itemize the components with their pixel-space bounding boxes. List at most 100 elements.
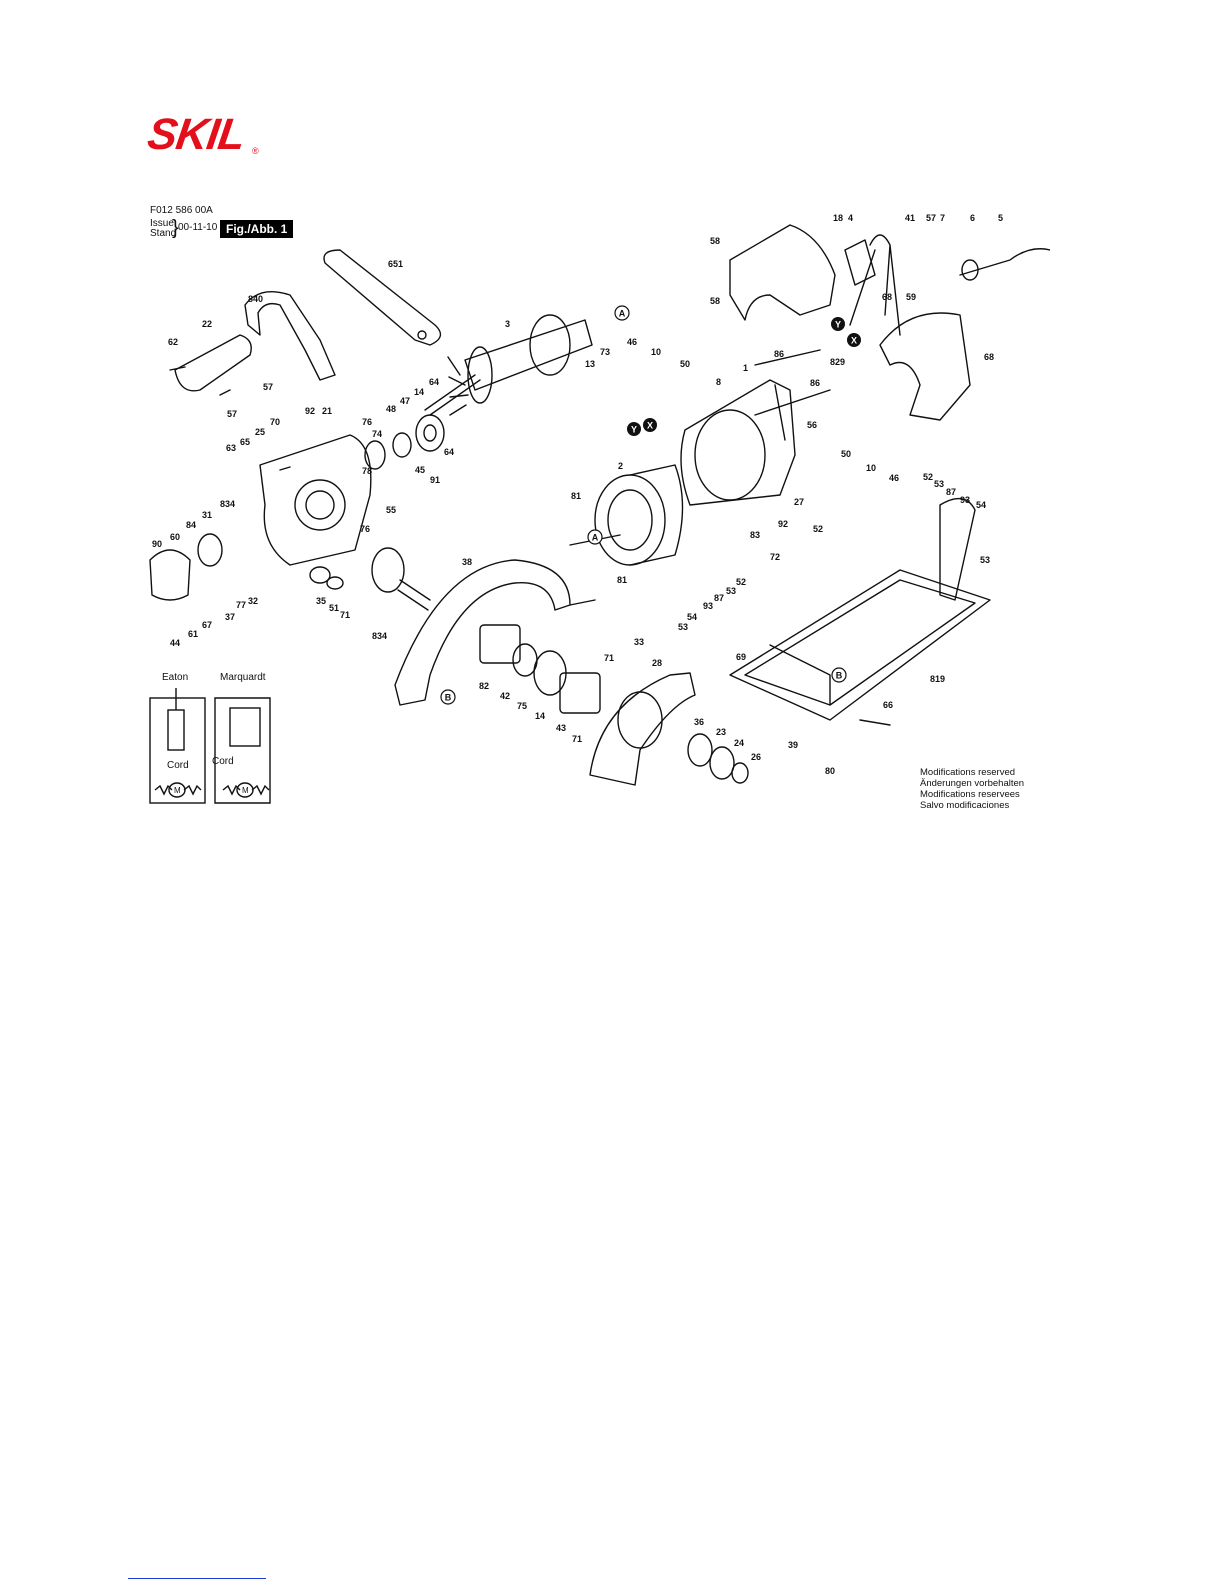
field-coil (594, 464, 684, 566)
part-callout: 834 (220, 499, 235, 509)
part-callouts: 651 3 840 22 62 57 57 92 21 70 25 65 63 … (152, 213, 1003, 776)
part-callout: 24 (734, 738, 744, 748)
part-callout: 56 (807, 420, 817, 430)
part-callout: 75 (517, 701, 527, 711)
part-callout: 55 (386, 505, 396, 515)
part-callout: 43 (556, 723, 566, 733)
marker-x-2: X (847, 333, 861, 347)
part-callout: 3 (505, 319, 510, 329)
svg-text:A: A (619, 309, 626, 319)
part-callout: 92 (305, 406, 315, 416)
guard-plate (174, 334, 252, 392)
note-line: Modifications reserved (920, 767, 1016, 778)
svg-text:X: X (851, 336, 857, 346)
part-callout: 47 (400, 396, 410, 406)
part-callout: 46 (627, 337, 637, 347)
part-callout: 61 (188, 629, 198, 639)
marker-x-1: X (643, 418, 657, 432)
marker-y-2: Y (831, 317, 845, 331)
pinion (371, 547, 431, 611)
part-callout: 83 (750, 530, 760, 540)
auxiliary-handle (244, 291, 336, 381)
part-callout: 51 (329, 603, 339, 613)
wiring (849, 234, 901, 336)
cord-label-marquardt: Cord (212, 756, 234, 767)
part-callout: 54 (976, 500, 986, 510)
part-callout: 39 (788, 740, 798, 750)
part-callout: 46 (889, 473, 899, 483)
part-callout: 86 (810, 378, 820, 388)
footer-link-underline[interactable] (128, 1578, 266, 1579)
part-callout: 71 (604, 653, 614, 663)
part-callout: 84 (186, 520, 196, 530)
part-callout: 50 (841, 449, 851, 459)
doc-number: F012 586 00A (150, 205, 213, 216)
part-callout: 25 (255, 427, 265, 437)
part-callout: 2 (618, 461, 623, 471)
issue-label: Issue (150, 218, 174, 229)
note-line: Modifications reservees (920, 789, 1020, 800)
armature (424, 314, 593, 416)
marker-a-1: A (614, 305, 630, 321)
part-callout: 7 (940, 213, 945, 223)
part-callout: 87 (714, 593, 724, 603)
part-callout: 71 (340, 610, 350, 620)
part-callout: 52 (736, 577, 746, 587)
part-callout: 23 (716, 727, 726, 737)
part-callout: 28 (652, 658, 662, 668)
part-callout: 76 (360, 524, 370, 534)
part-callout: 33 (634, 637, 644, 647)
part-callout: 6 (970, 213, 975, 223)
part-callout: 1 (743, 363, 748, 373)
part-callout: 57 (926, 213, 936, 223)
part-callout: 37 (225, 612, 235, 622)
part-callout: 64 (429, 377, 439, 387)
depth-bracket (939, 497, 976, 601)
stand-label: Stand (150, 228, 177, 239)
part-callout: 829 (830, 357, 845, 367)
part-callout: 73 (600, 347, 610, 357)
part-callout: 45 (415, 465, 425, 475)
part-callout: 72 (770, 552, 780, 562)
wiring-schematics: Eaton Marquardt Cord Cord M M (149, 672, 271, 804)
eaton-title: Eaton (162, 672, 188, 683)
motor-label-2: M (242, 786, 249, 795)
marker-a-2: A (587, 529, 603, 545)
part-callout: 14 (535, 711, 545, 721)
part-callout: 67 (202, 620, 212, 630)
part-callout: 57 (263, 382, 273, 392)
part-callout: 651 (388, 259, 403, 269)
part-callout: 60 (170, 532, 180, 542)
part-callout: 27 (794, 497, 804, 507)
part-callout: 80 (825, 766, 835, 776)
part-callout: 53 (980, 555, 990, 565)
part-callout: 74 (372, 429, 382, 439)
lower-blade-guard (589, 672, 696, 786)
brand-name: SKIL (144, 110, 248, 159)
part-callout: 42 (500, 691, 510, 701)
part-callout: 54 (687, 612, 697, 622)
part-callout: 5 (998, 213, 1003, 223)
issue-block: Issue Stand } 00-11-10 (150, 218, 217, 239)
base-plate (729, 569, 991, 721)
part-callout: 52 (923, 472, 933, 482)
part-callout: 834 (372, 631, 387, 641)
part-callout: 62 (168, 337, 178, 347)
part-callout: 59 (906, 292, 916, 302)
svg-text:Y: Y (835, 320, 841, 330)
exploded-view-diagram: A A B B Y X Y X 651 3 840 22 62 57 57 92… (149, 213, 1050, 786)
rear-handle (729, 224, 836, 321)
part-callout: 68 (984, 352, 994, 362)
part-callout: 64 (444, 447, 454, 457)
strap-651 (323, 249, 442, 346)
part-callout: 38 (462, 557, 472, 567)
part-callout: 58 (710, 236, 720, 246)
cord (959, 248, 1050, 276)
svg-text:B: B (836, 671, 843, 681)
part-callout: 71 (572, 734, 582, 744)
part-callout: 86 (774, 349, 784, 359)
part-callout: 58 (710, 296, 720, 306)
part-callout: 53 (678, 622, 688, 632)
part-callout: 52 (813, 524, 823, 534)
part-callout: 10 (866, 463, 876, 473)
